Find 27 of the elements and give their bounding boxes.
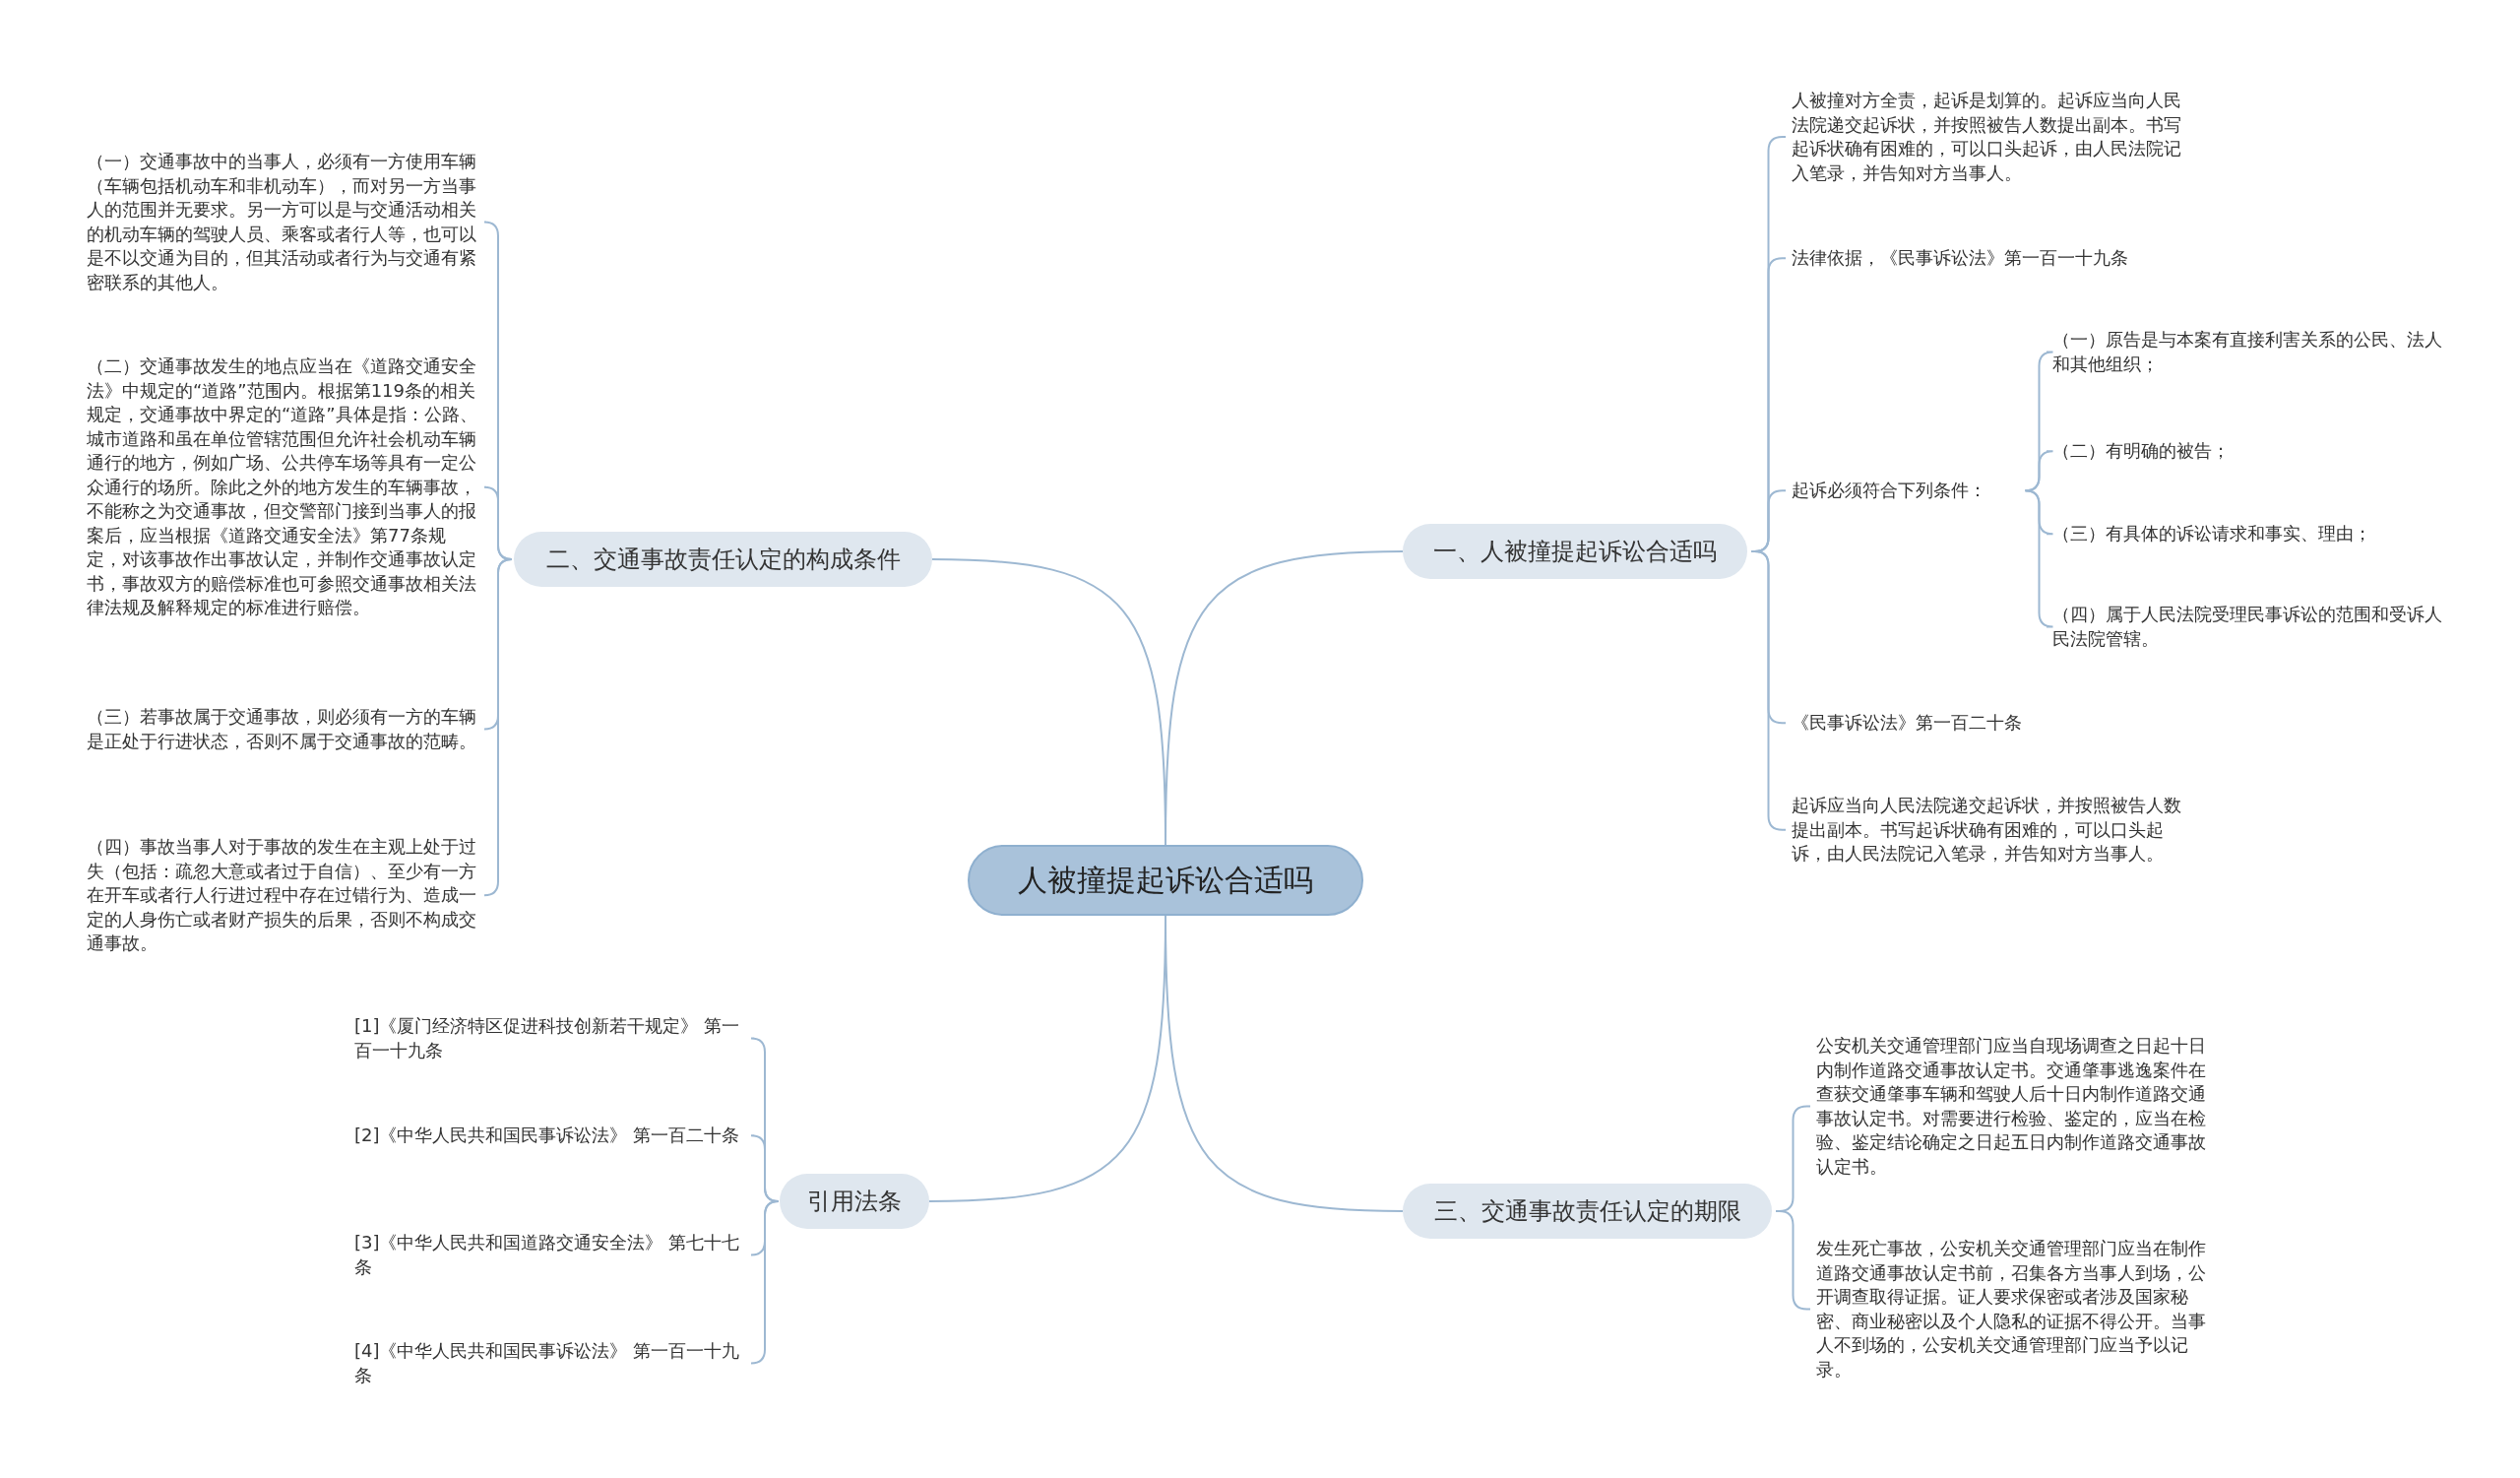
leaf-text: 人被撞对方全责，起诉是划算的。起诉应当向人民法院递交起诉状，并按照被告人数提出副本。书写起诉状确有困难的，可以口头起诉，由人民法院记入笔录，并告知对方当事人。 [1792, 89, 2195, 185]
leaf-text: （三）有具体的诉讼请求和事实、理由； [2052, 522, 2456, 546]
leaf-text: （二）有明确的被告； [2052, 439, 2456, 464]
leaf-text: （二）交通事故发生的地点应当在《道路交通安全法》中规定的“道路”范围内。根据第119条的相关规定，交通事故中界定的“道路”具体是指：公路、城市道路和虽在单位管辖范围但允许社会机动车辆通行的地方，例如广场、公共停车场等具有一定公众通行的场所。除此之外的地方发生的车辆事故，不能称之为交通事故，但交警部门接到当事人的报案后，应当根据《道路交通安全法》第77条规定，对该事故作出事故认定，并制作交通事故认定书，事故双方的赔偿标准也可参照交通事故相关法律法规及解释规定的标准进行赔偿。 [87, 354, 480, 620]
leaf-text: [2]《中华人民共和国民事诉讼法》 第一百二十条 [354, 1124, 748, 1148]
leaf-text: [3]《中华人民共和国道路交通安全法》 第七十七条 [354, 1231, 748, 1279]
branch-topic: 引用法条 [780, 1174, 929, 1229]
central-topic: 人被撞提起诉讼合适吗 [968, 845, 1363, 916]
connector-line [2024, 489, 2054, 628]
connector-line [483, 558, 513, 897]
leaf-text: 发生死亡事故，公安机关交通管理部门应当在制作道路交通事故认定书前，召集各方当事人到场，公开调查取得证据。证人要求保密或者涉及国家秘密、商业秘密以及个人隐私的证据不得公开。当事人不到场的，公安机关交通管理部门应当予以记录。 [1816, 1237, 2220, 1382]
leaf-text: （四）属于人民法院受理民事诉讼的范围和受诉人民法院管辖。 [2052, 603, 2456, 651]
leaf-text: （一）原告是与本案有直接利害关系的公民、法人和其他组织； [2052, 328, 2456, 376]
leaf-text: 起诉必须符合下列条件： [1792, 479, 2028, 503]
leaf-text: [1]《厦门经济特区促进科技创新若干规定》 第一百一十九条 [354, 1014, 748, 1062]
leaf-text: （一）交通事故中的当事人，必须有一方使用车辆（车辆包括机动车和非机动车），而对另一方当事人的范围并无要求。另一方可以是与交通活动相关的机动车辆的驾驶人员、乘客或者行人等，也可以是不以交通为目的，但其活动或者行为与交通有紧密联系的其他人。 [87, 150, 480, 294]
connector-line [750, 1200, 780, 1365]
leaf-text: 起诉应当向人民法院递交起诉状，并按照被告人数提出副本。书写起诉状确有困难的，可以口头起诉，由人民法院记入笔录，并告知对方当事人。 [1792, 794, 2195, 867]
leaf-text: [4]《中华人民共和国民事诉讼法》 第一百一十九条 [354, 1339, 748, 1387]
leaf-text: 公安机关交通管理部门应当自现场调查之日起十日内制作道路交通事故认定书。交通肇事逃逸案件在查获交通肇事车辆和驾驶人后十日内制作道路交通事故认定书。对需要进行检验、鉴定的，应当在检验、鉴定结论确定之日起五日内制作道路交通事故认定书。 [1816, 1034, 2220, 1179]
leaf-text: （三）若事故属于交通事故，则必须有一方的车辆是正处于行进状态，否则不属于交通事故的范畴。 [87, 705, 480, 753]
leaf-text: 《民事诉讼法》第一百二十条 [1792, 711, 2195, 736]
branch-topic: 三、交通事故责任认定的期限 [1403, 1184, 1772, 1239]
branch-topic: 一、人被撞提起诉讼合适吗 [1403, 524, 1747, 579]
leaf-text: 法律依据，《民事诉讼法》第一百一十九条 [1792, 246, 2195, 271]
leaf-text: （四）事故当事人对于事故的发生在主观上处于过失（包括：疏忽大意或者过于自信）、至少有一方在开车或者行人行进过程中存在过错行为、造成一定的人身伤亡或者财产损失的后果，否则不构成交通事故。 [87, 835, 480, 956]
branch-topic: 二、交通事故责任认定的构成条件 [514, 532, 932, 587]
